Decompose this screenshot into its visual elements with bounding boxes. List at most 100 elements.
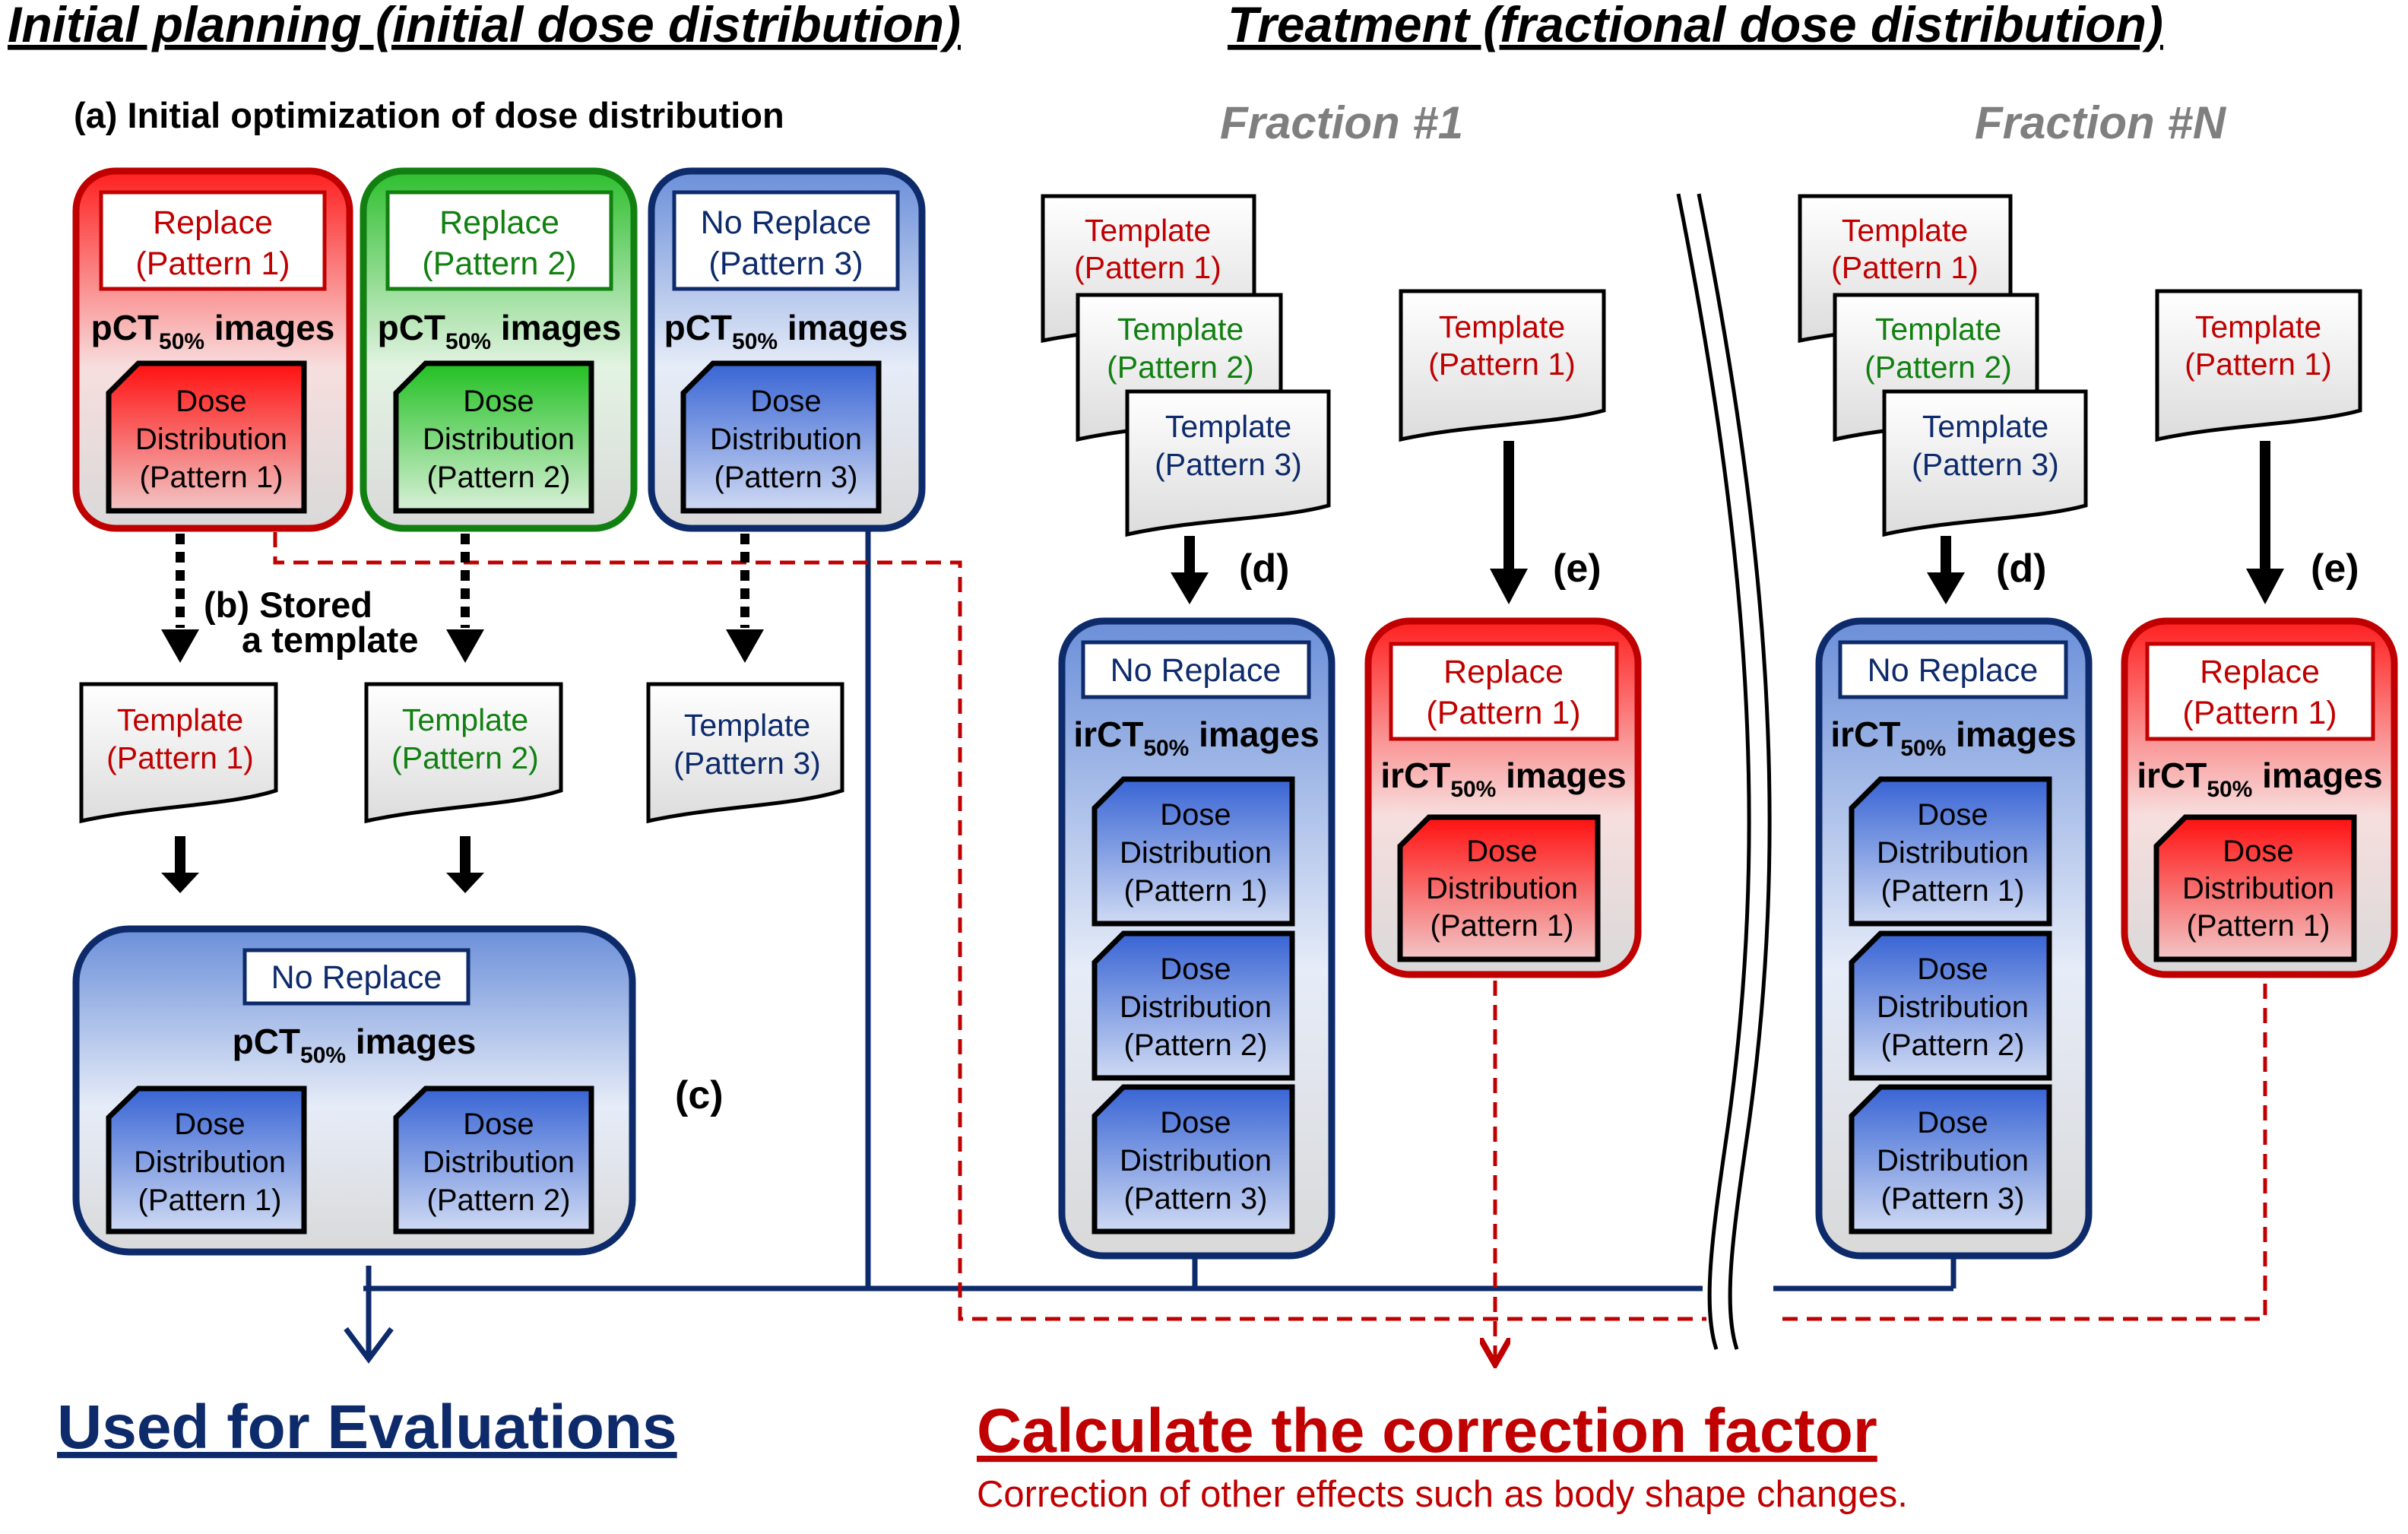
pattern-label: (Pattern 2) bbox=[427, 1184, 571, 1217]
dose-label: Dose bbox=[1917, 798, 1988, 832]
distribution-label: Distribution bbox=[1120, 990, 1272, 1024]
fraction-break-marks bbox=[1676, 193, 1772, 1350]
stored-template-pattern2: Template (Pattern 2) bbox=[364, 682, 563, 824]
distribution-label: Distribution bbox=[2182, 872, 2334, 905]
pct-images-label: pCT50% images bbox=[378, 308, 622, 354]
step-b-label-line2: a template bbox=[242, 620, 418, 660]
replace-label: Replace bbox=[2200, 654, 2320, 690]
no-replace-label: No Replace bbox=[1111, 652, 1282, 689]
pattern-label: (Pattern 1) bbox=[140, 461, 284, 494]
pattern-label: (Pattern 3) bbox=[1155, 447, 1302, 482]
dose-label: Dose bbox=[750, 385, 821, 418]
fraction1-template-single: Template (Pattern 1) bbox=[1399, 289, 1606, 442]
fraction-1-label: Fraction #1 bbox=[1220, 97, 1463, 148]
template-label: Template bbox=[1922, 409, 2048, 444]
pattern-label: (Pattern 2) bbox=[391, 740, 539, 775]
distribution-label: Distribution bbox=[1120, 1144, 1272, 1177]
replace-label: Replace bbox=[1443, 654, 1564, 690]
stored-template-pattern1: Template (Pattern 1) bbox=[79, 682, 278, 824]
store-template-arrowheads bbox=[161, 629, 764, 663]
template-label: Template bbox=[1117, 312, 1244, 347]
pattern-label: (Pattern 1) bbox=[1831, 250, 1979, 285]
fractionN-template-stack: Template (Pattern 1) Template (Pattern 2… bbox=[1798, 194, 2088, 537]
pct-images-label: pCT50% images bbox=[91, 308, 335, 354]
dose-label: Dose bbox=[1160, 952, 1231, 986]
pct-images-label: pCT50% images bbox=[233, 1022, 477, 1068]
distribution-label: Distribution bbox=[134, 1146, 286, 1179]
fraction1-noreplace-box: No Replace irCT50% images Dose Distribut… bbox=[1058, 617, 1335, 1260]
distribution-label: Distribution bbox=[423, 1146, 575, 1179]
pct-images-label: pCT50% images bbox=[664, 308, 908, 354]
step-e-label: (e) bbox=[2311, 547, 2359, 591]
template-label: Template bbox=[684, 708, 810, 743]
irct-images-label: irCT50% images bbox=[1073, 715, 1319, 761]
pattern-label: (Pattern 3) bbox=[714, 461, 858, 494]
no-replace-label: No Replace bbox=[271, 959, 442, 996]
template-label: Template bbox=[1085, 213, 1211, 248]
pattern-label: (Pattern 3) bbox=[1124, 1182, 1268, 1215]
distribution-label: Distribution bbox=[1877, 1144, 2029, 1177]
distribution-label: Distribution bbox=[1120, 836, 1272, 870]
correction-note: Correction of other effects such as body… bbox=[977, 1474, 1908, 1515]
pattern-label: (Pattern 1) bbox=[1428, 347, 1576, 382]
pattern-label: (Pattern 3) bbox=[1881, 1182, 2025, 1215]
pattern-label: (Pattern 3) bbox=[708, 246, 863, 282]
distribution-label: Distribution bbox=[135, 423, 287, 456]
plan-replace-pattern1-box: Replace (Pattern 1) pCT50% images Dose D… bbox=[72, 167, 353, 532]
pattern-label: (Pattern 2) bbox=[1107, 350, 1254, 385]
stored-template-pattern3: Template (Pattern 3) bbox=[646, 682, 844, 824]
dose-label: Dose bbox=[1917, 1106, 1988, 1139]
no-replace-label: No Replace bbox=[701, 204, 872, 241]
template-label: Template bbox=[1875, 312, 2001, 347]
pattern-label: (Pattern 2) bbox=[1865, 350, 2012, 385]
dose-label: Dose bbox=[1160, 1106, 1231, 1139]
dose-label: Dose bbox=[463, 1108, 534, 1141]
planning-header: Initial planning (initial dose distribut… bbox=[8, 0, 961, 52]
pattern-label: (Pattern 1) bbox=[1426, 695, 1580, 731]
pattern-label: (Pattern 2) bbox=[427, 461, 571, 494]
irct-images-label: irCT50% images bbox=[1380, 756, 1626, 802]
dose-label: Dose bbox=[463, 385, 534, 418]
pattern-label: (Pattern 1) bbox=[1431, 909, 1574, 943]
store-template-arrows bbox=[176, 534, 749, 628]
plan-replace-pattern2-box: Replace (Pattern 2) pCT50% images Dose D… bbox=[360, 167, 638, 532]
template-label: Template bbox=[402, 702, 528, 737]
step-e-label: (e) bbox=[1553, 547, 1602, 591]
step-a-label: (a) Initial optimization of dose distrib… bbox=[74, 95, 784, 135]
distribution-label: Distribution bbox=[1426, 872, 1578, 905]
pattern-label: (Pattern 2) bbox=[1881, 1028, 2025, 1062]
solid-arrows bbox=[161, 441, 2284, 893]
step-d-label: (d) bbox=[1996, 547, 2046, 591]
pattern-label: (Pattern 1) bbox=[106, 740, 254, 775]
correction-factor-label: Calculate the correction factor bbox=[977, 1396, 1877, 1466]
template-label: Template bbox=[1439, 309, 1565, 344]
dose-label: Dose bbox=[176, 385, 246, 418]
pattern-label: (Pattern 1) bbox=[1124, 874, 1268, 908]
dose-label: Dose bbox=[2223, 835, 2293, 868]
distribution-label: Distribution bbox=[423, 423, 575, 456]
template-label: Template bbox=[117, 702, 243, 737]
used-for-evaluations-label: Used for Evaluations bbox=[57, 1393, 677, 1462]
pattern-label: (Pattern 1) bbox=[135, 246, 290, 282]
pattern-label: (Pattern 1) bbox=[2187, 909, 2330, 943]
irct-images-label: irCT50% images bbox=[2137, 756, 2382, 802]
pattern-label: (Pattern 3) bbox=[673, 746, 821, 781]
pattern-label: (Pattern 1) bbox=[2182, 695, 2337, 731]
replace-label: Replace bbox=[439, 204, 559, 241]
distribution-label: Distribution bbox=[1877, 836, 2029, 870]
evaluation-noreplace-box: No Replace pCT50% images Dose Distributi… bbox=[72, 925, 636, 1256]
template-label: Template bbox=[1842, 213, 1968, 248]
fractionN-template-single: Template (Pattern 1) bbox=[2155, 289, 2362, 442]
distribution-label: Distribution bbox=[710, 423, 862, 456]
replace-label: Replace bbox=[153, 204, 273, 241]
no-replace-label: No Replace bbox=[1868, 652, 2039, 689]
fraction-n-label: Fraction #N bbox=[1975, 97, 2227, 148]
plan-noreplace-pattern3-box: No Replace (Pattern 3) pCT50% images Dos… bbox=[648, 167, 926, 532]
irct-images-label: irCT50% images bbox=[1830, 715, 2076, 761]
pattern-label: (Pattern 1) bbox=[138, 1184, 282, 1217]
dose-label: Dose bbox=[1466, 835, 1537, 868]
fractionN-noreplace-box: No Replace irCT50% images Dose Distribut… bbox=[1815, 617, 2093, 1260]
fraction1-replace-box: Replace (Pattern 1) irCT50% images Dose … bbox=[1364, 617, 1642, 978]
pattern-label: (Pattern 2) bbox=[1124, 1028, 1268, 1062]
